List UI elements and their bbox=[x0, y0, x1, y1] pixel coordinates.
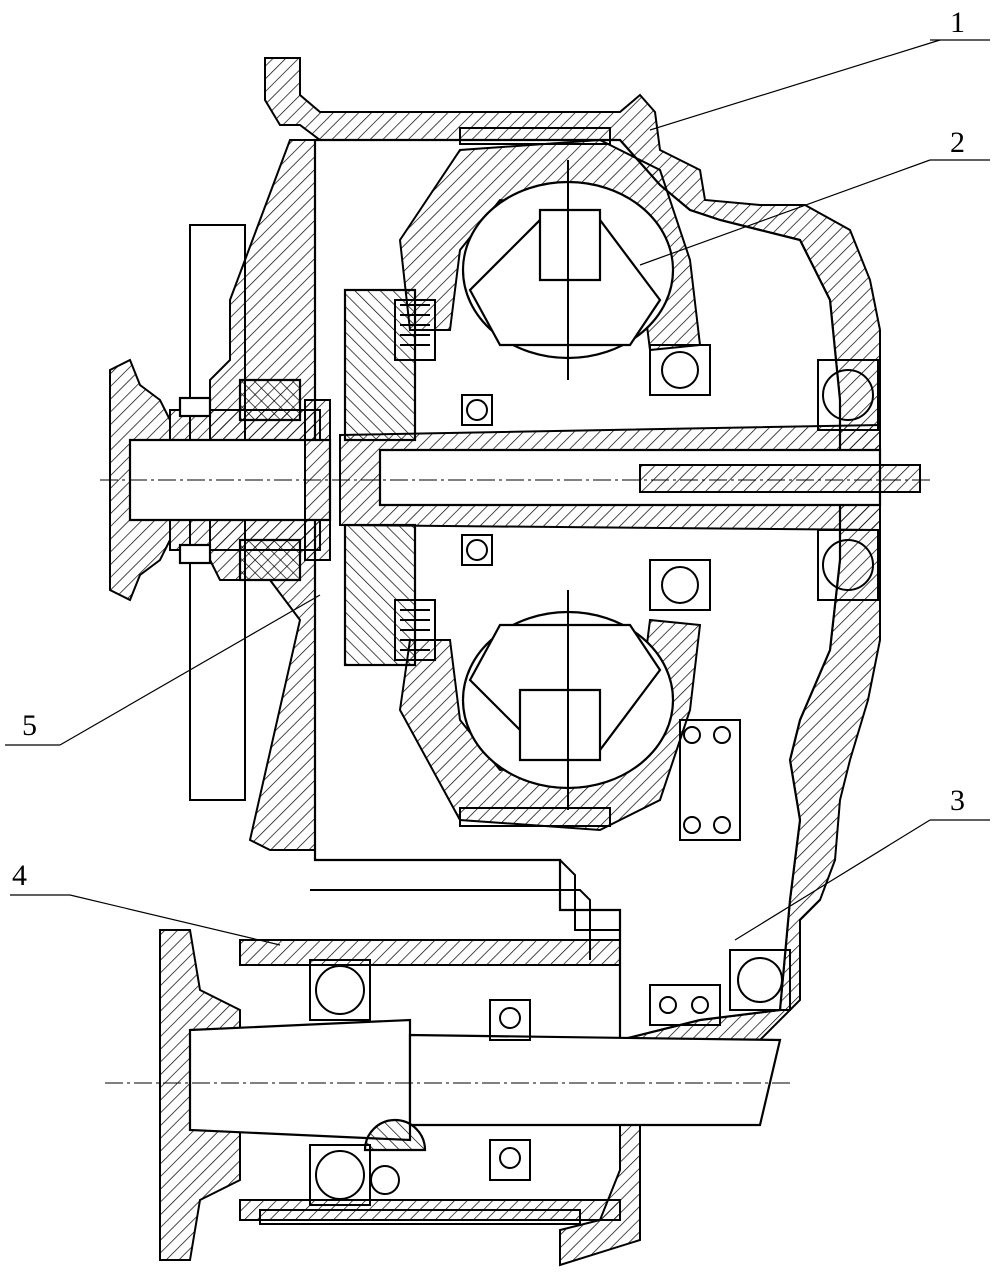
torque-converter bbox=[398, 127, 702, 832]
output-shaft bbox=[105, 929, 790, 1261]
bearings bbox=[461, 344, 879, 1011]
callout-3: 3 bbox=[734, 784, 990, 941]
callout-1: 1 bbox=[649, 6, 990, 131]
callout-3-label: 3 bbox=[950, 784, 965, 817]
callout-5-label: 5 bbox=[22, 709, 37, 742]
callout-1-label: 1 bbox=[950, 6, 965, 39]
callout-4-label: 4 bbox=[12, 859, 27, 892]
callout-4: 4 bbox=[10, 859, 281, 946]
main-shaft bbox=[100, 288, 930, 667]
clutch-plates-upper bbox=[400, 304, 430, 346]
callout-5: 5 bbox=[5, 594, 321, 746]
clutch-plates-lower bbox=[400, 609, 430, 651]
callout-2-label: 2 bbox=[950, 126, 965, 159]
callout-2: 2 bbox=[639, 126, 990, 266]
